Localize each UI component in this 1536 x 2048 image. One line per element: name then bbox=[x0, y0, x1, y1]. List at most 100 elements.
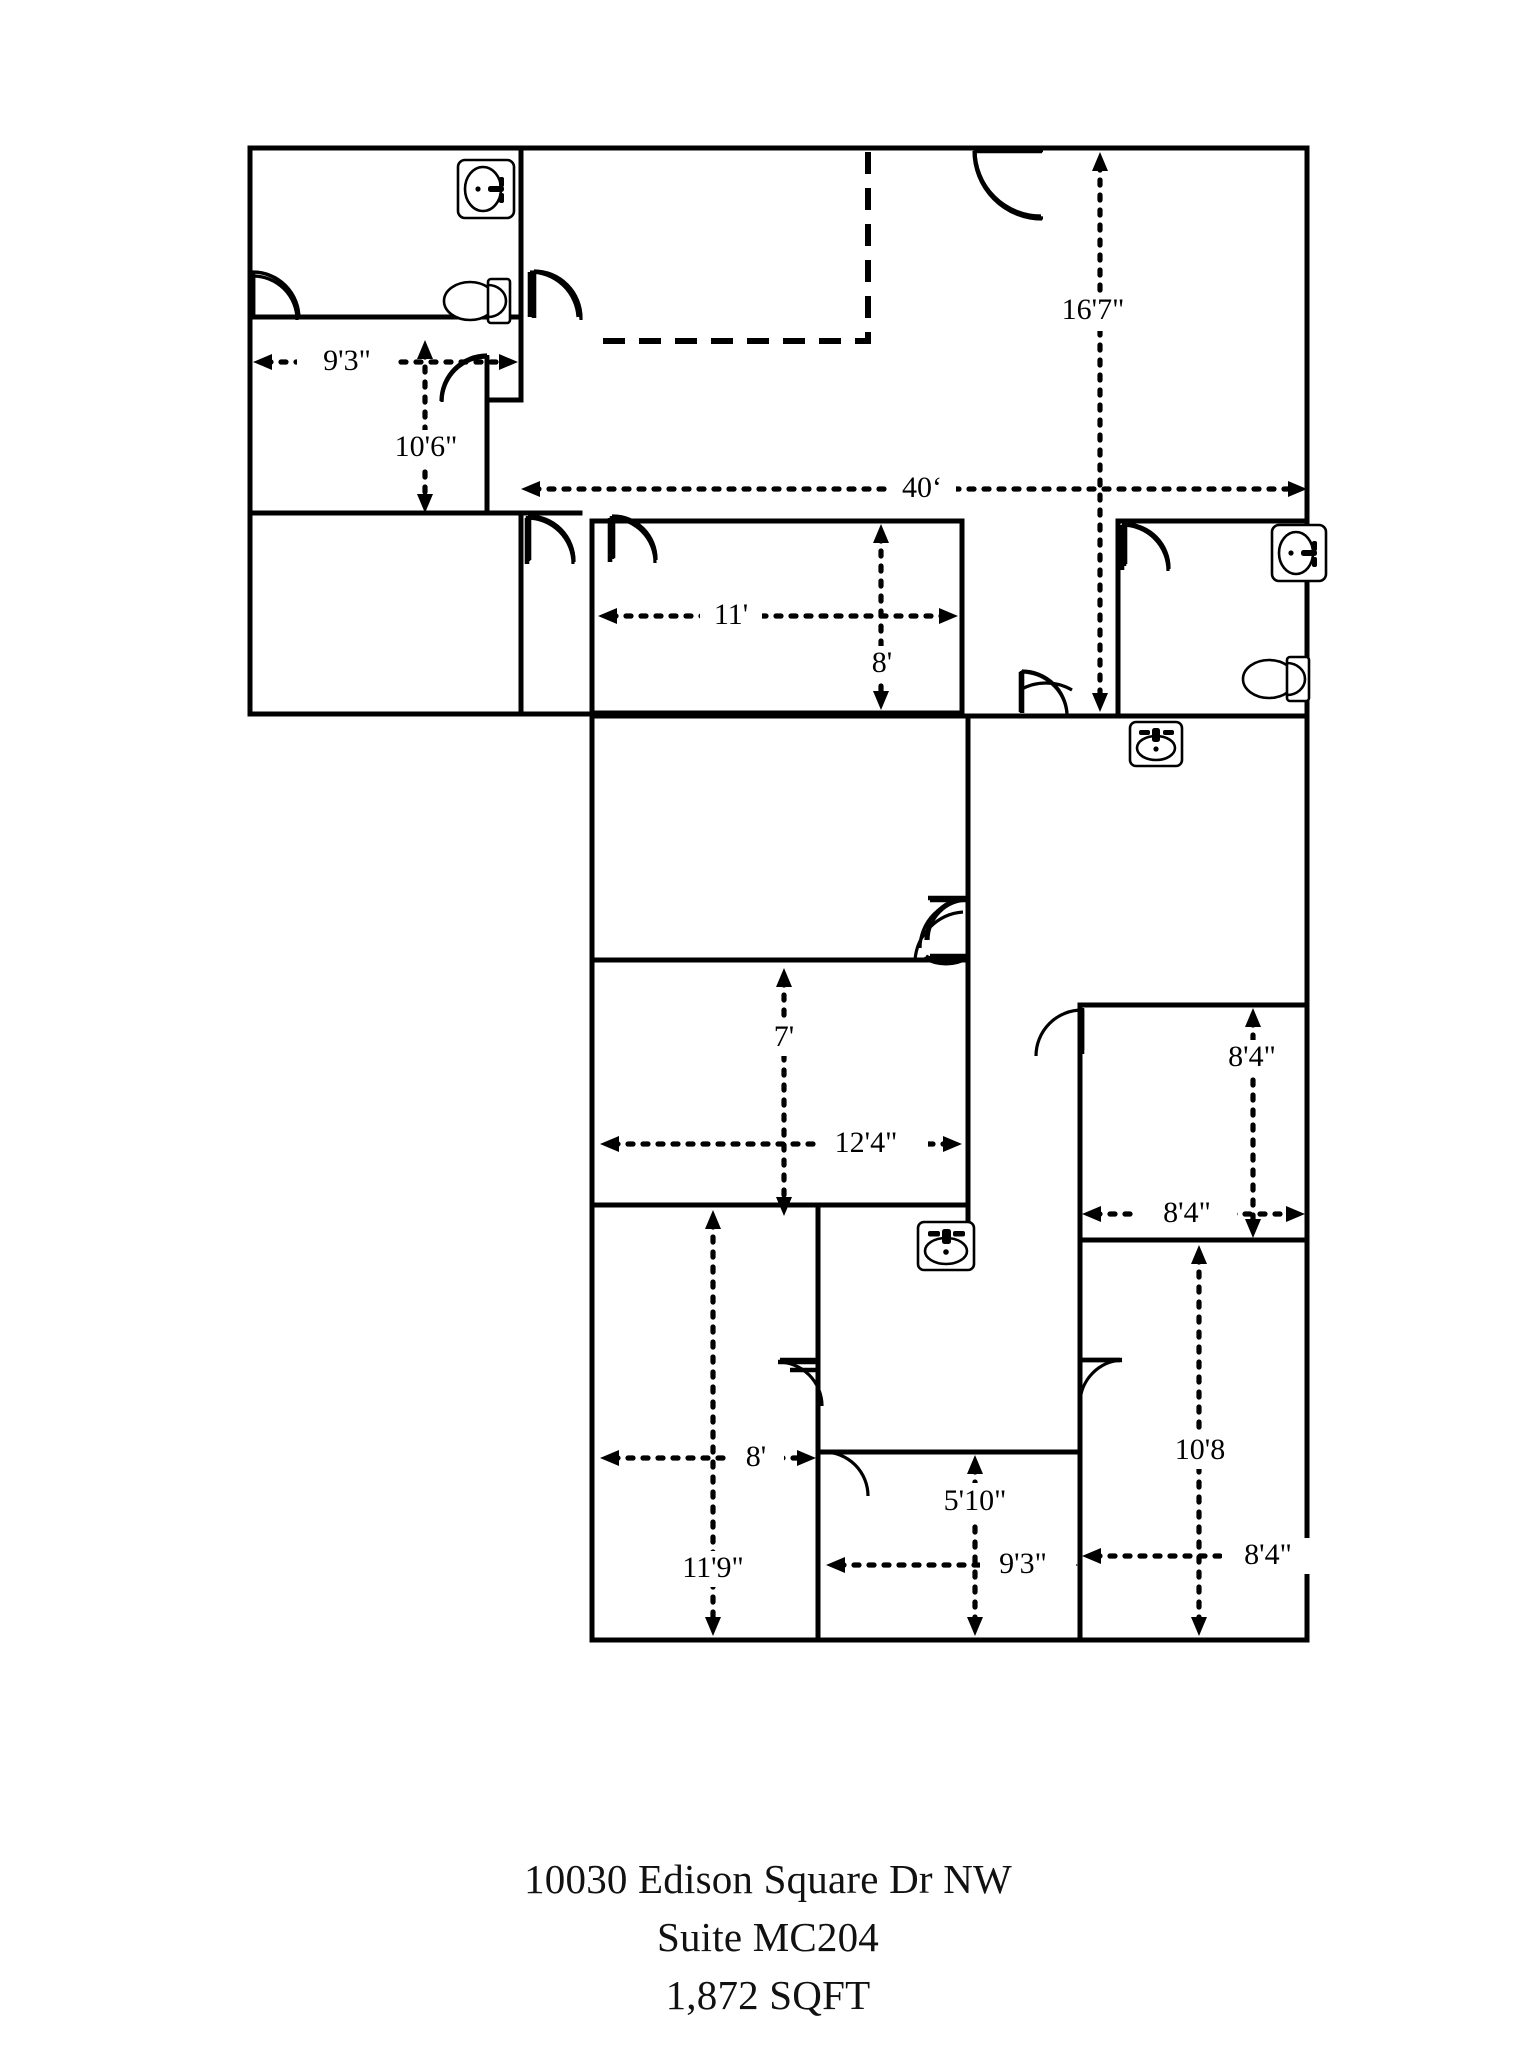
door-right-col-upper bbox=[1034, 1008, 1085, 1057]
dim-label-bg-8-4-mid bbox=[1137, 1196, 1237, 1232]
dim-label-bg-11-9 bbox=[660, 1551, 766, 1587]
door-arc-mid-b bbox=[609, 516, 657, 564]
dim-label-bg-7 bbox=[760, 1020, 810, 1056]
door-arc-right-bath bbox=[1019, 681, 1073, 692]
dim-arrow-9-3-top-right bbox=[499, 354, 518, 370]
dim-label-8-bot: 8' bbox=[746, 1440, 766, 1473]
door-rb-int-arc bbox=[1124, 522, 1171, 569]
sink-icon bbox=[1270, 523, 1328, 583]
sink-icon bbox=[456, 158, 516, 220]
door-arc-bath-tl bbox=[532, 270, 583, 321]
walls-group bbox=[247, 145, 1310, 1643]
toilet-icon bbox=[1241, 655, 1311, 703]
door-mid2-arc bbox=[612, 514, 658, 560]
dim-arrow-7-top bbox=[776, 968, 792, 987]
dim-arrow-9-3-bot-left bbox=[826, 1557, 845, 1573]
dim-arrow-11-9-top bbox=[705, 1210, 721, 1229]
sink-icon bbox=[1128, 720, 1184, 768]
doors-visible bbox=[250, 147, 1171, 1497]
door-rcu2-arc bbox=[1034, 1008, 1083, 1057]
dim-arrow-12-4-right bbox=[943, 1136, 962, 1152]
dim-arrow-40-left bbox=[521, 481, 540, 497]
dim-label-9-3-top: 9'3" bbox=[323, 344, 371, 377]
dim-label-8-4-lower: 8'4" bbox=[1244, 1538, 1292, 1571]
dim-arrow-11-9-bot bbox=[705, 1617, 721, 1636]
dim-label-12-4: 12'4" bbox=[835, 1126, 898, 1159]
door-lcu-arc bbox=[924, 896, 969, 941]
door-arc-mid-a bbox=[526, 516, 575, 565]
door-tr-arc bbox=[973, 149, 1044, 220]
dim-arrow-16-7-bot bbox=[1092, 693, 1108, 712]
dim-arrow-11-right bbox=[939, 608, 958, 624]
dim-arrow-8-mid-top bbox=[873, 524, 889, 543]
dim-label-bg-8-4-upper bbox=[1200, 1040, 1300, 1076]
sink-icon bbox=[916, 1220, 976, 1272]
door-arc-ld1 bbox=[926, 898, 969, 941]
dim-label-10-8: 10'8 bbox=[1175, 1433, 1225, 1466]
dim-label-8-4-mid: 8'4" bbox=[1163, 1196, 1211, 1229]
dim-arrow-10-6-bot bbox=[417, 494, 433, 513]
dim-label-bg-5-10 bbox=[918, 1483, 1030, 1521]
door-arc-lc-lower bbox=[913, 910, 964, 961]
caption-area: 1,872 SQFT bbox=[665, 1972, 871, 2018]
dim-label-bg-8-4-lower bbox=[1222, 1538, 1322, 1574]
dim-label-bg-40 bbox=[888, 471, 956, 507]
dim-label-bg-9-3-top bbox=[297, 344, 397, 380]
dim-arrow-8-4-mid-left bbox=[1082, 1206, 1101, 1222]
dim-label-16-7: 16'7" bbox=[1062, 293, 1125, 326]
dim-label-bg-9-3-bot bbox=[980, 1547, 1076, 1583]
dim-arrow-40-right bbox=[1288, 481, 1307, 497]
dim-arrow-9-3-top-left bbox=[253, 354, 272, 370]
door-bc-arc bbox=[777, 1360, 824, 1407]
dim-label-8-4-upper: 8'4" bbox=[1228, 1040, 1276, 1073]
dim-label-8-mid: 8' bbox=[872, 646, 892, 679]
caption-suite: Suite MC204 bbox=[656, 1914, 880, 1960]
dim-label-11-9: 11'9" bbox=[682, 1551, 744, 1584]
dim-arrow-8-4-lower-left bbox=[1082, 1548, 1101, 1564]
dim-label-bg-16-7 bbox=[1040, 293, 1148, 331]
dim-arrow-8-4-upper-top bbox=[1245, 1008, 1261, 1027]
dim-arrow-10-8-bot bbox=[1191, 1617, 1207, 1636]
dim-label-10-6: 10'6" bbox=[395, 430, 458, 463]
doors-group bbox=[249, 147, 1170, 1373]
door-mid1-arc bbox=[528, 514, 576, 562]
dim-arrow-8-bot-right bbox=[797, 1450, 816, 1466]
dimensions-group: 9'3" 10'6" 16'7" 40‘ 11' bbox=[253, 152, 1322, 1636]
dim-label-bg-8-bot bbox=[728, 1440, 784, 1476]
door-arc-tl-2 bbox=[529, 270, 580, 318]
dim-arrow-8-4-upper-bot bbox=[1245, 1219, 1261, 1238]
dim-label-11: 11' bbox=[714, 598, 748, 631]
dim-arrow-12-4-left bbox=[600, 1136, 619, 1152]
dim-label-7: 7' bbox=[774, 1020, 794, 1053]
dim-label-bg-8-mid bbox=[855, 646, 911, 682]
dim-arrow-5-10-bot bbox=[967, 1617, 983, 1636]
caption-address: 10030 Edison Square Dr NW bbox=[524, 1856, 1012, 1902]
dim-label-40: 40‘ bbox=[902, 471, 942, 504]
dim-arrow-10-6-top bbox=[417, 340, 433, 359]
door-jog-arc bbox=[440, 354, 488, 402]
door-lcl-arc bbox=[923, 956, 969, 966]
dim-arrow-7-bot bbox=[776, 1197, 792, 1216]
dim-arrow-8-4-mid-right bbox=[1286, 1206, 1305, 1222]
door-tl-entry-arc bbox=[252, 270, 301, 319]
dim-arrow-8-bot-left bbox=[600, 1450, 619, 1466]
dim-label-bg-11 bbox=[700, 598, 762, 634]
dim-arrow-16-7-top bbox=[1092, 152, 1108, 171]
door-rb-entry-arc bbox=[1021, 669, 1069, 715]
door-arc-rb-int bbox=[1121, 523, 1170, 572]
door-bath-tl-arc bbox=[533, 269, 583, 319]
dim-label-5-10: 5'10" bbox=[944, 1484, 1007, 1517]
dim-label-9-3-bot: 9'3" bbox=[999, 1547, 1047, 1580]
dim-arrow-11-left bbox=[598, 608, 617, 624]
door-rc-arc bbox=[1078, 1358, 1123, 1405]
caption-block: 10030 Edison Square Dr NW Suite MC204 1,… bbox=[0, 1850, 1536, 2024]
dim-arrow-5-10-top bbox=[967, 1455, 983, 1474]
dim-label-bg-10-8 bbox=[1150, 1433, 1250, 1469]
dim-label-bg-12-4 bbox=[818, 1126, 928, 1162]
dim-arrow-10-8-top bbox=[1191, 1245, 1207, 1264]
dim-label-bg-10-6 bbox=[382, 430, 470, 466]
door-closet2-arc bbox=[823, 1450, 870, 1497]
dim-arrow-8-mid-bot bbox=[873, 691, 889, 710]
